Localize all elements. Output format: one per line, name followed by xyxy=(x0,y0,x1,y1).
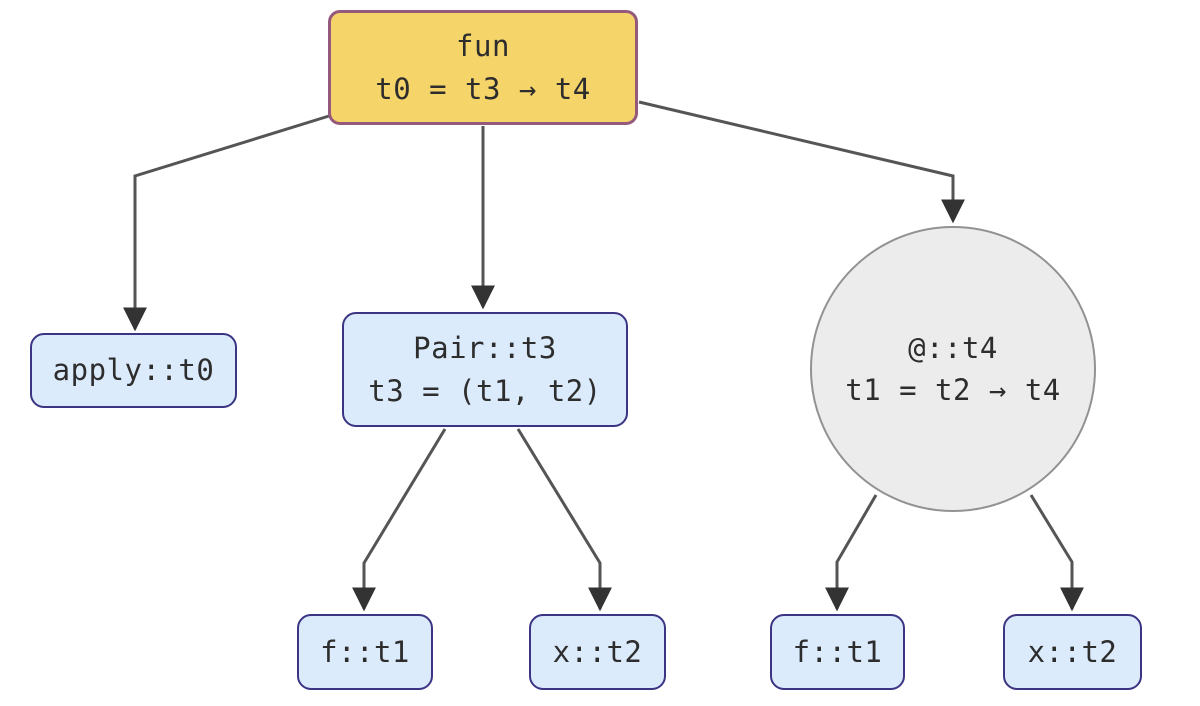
node-application-label: @::t4 xyxy=(908,330,998,365)
node-x-right: x::t2 xyxy=(1003,614,1142,690)
node-f-left: f::t1 xyxy=(297,614,433,690)
node-fun-constraint: t0 = t3 → t4 xyxy=(375,71,591,106)
node-x-left-label: x::t2 xyxy=(552,634,643,669)
node-apply-label: apply::t0 xyxy=(52,353,215,388)
node-x-left: x::t2 xyxy=(529,614,666,690)
edge-application-x-right xyxy=(1029,494,1084,612)
node-apply: apply::t0 xyxy=(30,333,237,408)
node-f-right-label: f::t1 xyxy=(792,634,883,669)
node-f-right: f::t1 xyxy=(770,614,905,690)
edge-fun-application xyxy=(638,100,965,224)
edge-pair-x-left xyxy=(516,428,612,612)
node-pair-constraint: t3 = (t1, t2) xyxy=(368,373,602,408)
node-pair: Pair::t3 t3 = (t1, t2) xyxy=(342,312,628,427)
node-pair-label: Pair::t3 xyxy=(413,331,557,366)
node-fun: fun t0 = t3 → t4 xyxy=(328,10,638,125)
edge-pair-f-left xyxy=(352,428,447,612)
edge-application-f-right xyxy=(825,494,878,612)
node-fun-label: fun xyxy=(456,29,510,64)
node-application-constraint: t1 = t2 → t4 xyxy=(845,373,1061,407)
node-f-left-label: f::t1 xyxy=(320,634,410,669)
node-x-right-label: x::t2 xyxy=(1027,634,1118,669)
edge-fun-apply xyxy=(123,114,330,332)
node-application: @::t4 t1 = t2 → t4 xyxy=(810,226,1096,512)
